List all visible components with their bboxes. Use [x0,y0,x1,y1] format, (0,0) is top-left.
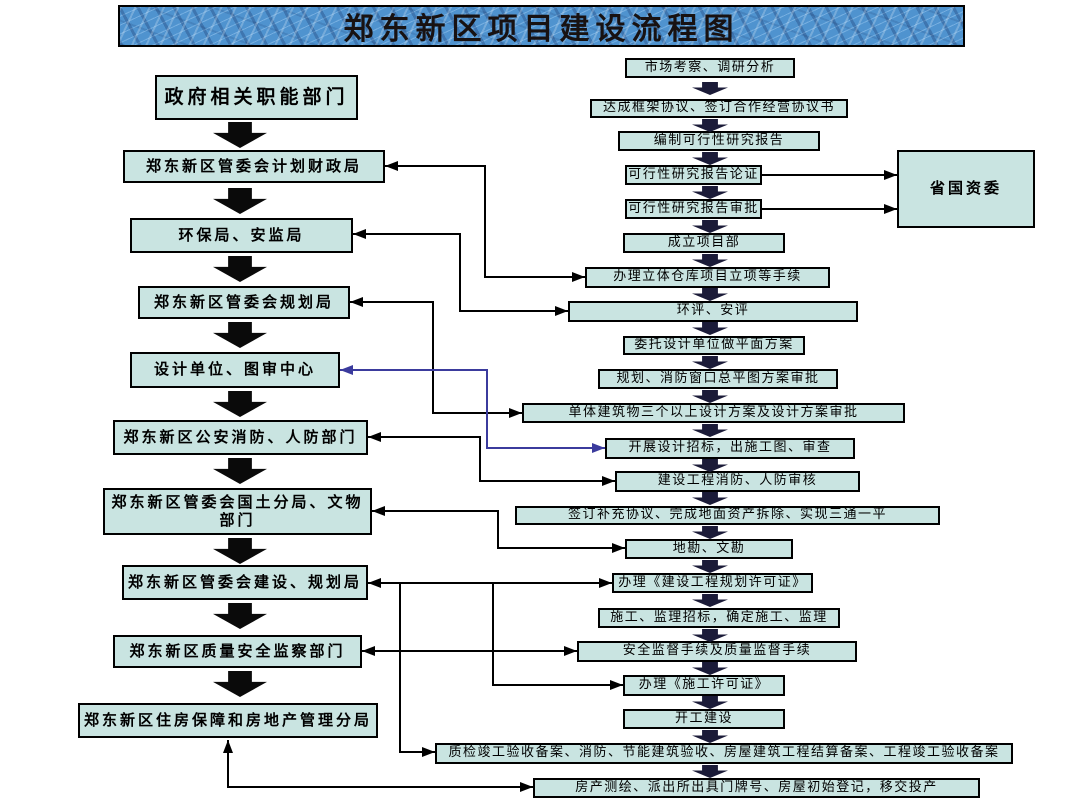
arrowhead-icon [362,646,375,656]
arrowhead-icon [555,306,568,316]
flow-node-left-8: 郑东新区质量安全监察部门 [113,635,362,668]
flow-node-left-9: 郑东新区住房保障和房地产管理分局 [78,703,378,738]
arrowhead-icon [422,747,435,757]
connector-line [340,369,605,449]
flow-node-right-14: 地勘、文勘 [625,539,793,559]
flow-node-right-3: 可行性研究报告论证 [625,165,762,185]
flow-node-left-5: 郑东新区公安消防、人防部门 [113,420,368,455]
connector-line [350,301,522,414]
arrowhead-icon [884,170,897,180]
flow-node-right-7: 环评、安评 [568,301,858,322]
flow-node-right-8: 委托设计单位做平面方案 [623,336,805,355]
arrowhead-icon [340,365,353,375]
flow-node-right-18: 办理《施工许可证》 [623,675,785,696]
connector-line [353,233,568,312]
flow-node-right-11: 开展设计招标，出施工图、审查 [605,438,855,459]
flow-node-right-4: 可行性研究报告审批 [625,199,762,219]
flow-node-right-15: 办理《建设工程规划许可证》 [612,573,813,593]
arrowhead-icon [612,543,625,553]
connector-line [492,583,623,686]
flow-node-right-21: 房产测绘、派出所出具门牌号、房屋初始登记，移交投产 [533,778,980,798]
connector-line [385,165,585,278]
flow-node-right-0: 市场考察、调研分析 [625,58,795,78]
flow-node-right-13: 签订补充协议、完成地面资产拆除、实现三通一平 [515,506,940,525]
arrowhead-icon [602,476,615,486]
flow-node-right-12: 建设工程消防、人防审核 [615,471,860,492]
flow-node-right-2: 编制可行性研究报告 [618,131,820,151]
arrowhead-icon [385,161,398,171]
page-title: 郑东新区项目建设流程图 [118,5,965,47]
arrowhead-icon [884,204,897,214]
arrowhead-icon [353,229,366,239]
flow-node-left-6: 郑东新区管委会国土分局、文物部门 [103,488,372,535]
arrowhead-icon [599,578,612,588]
flow-node-right-5: 成立项目部 [623,233,785,253]
node-provincial-sasac: 省国资委 [897,150,1035,228]
flow-node-left-7: 郑东新区管委会建设、规划局 [122,565,368,600]
arrowhead-icon [350,297,363,307]
arrowhead-icon [372,506,385,516]
flow-node-left-2: 环保局、安监局 [130,218,353,253]
arrowhead-icon [572,272,585,282]
flow-node-right-10: 单体建筑物三个以上设计方案及设计方案审批 [522,403,905,423]
connector-line [372,510,625,549]
arrowhead-icon [509,408,522,418]
flow-node-right-6: 办理立体仓库项目立项等手续 [585,267,830,288]
connector-line [368,436,615,482]
flow-node-right-20: 质检竣工验收备案、消防、节能建筑验收、房屋建筑工程结算备案、工程竣工验收备案 [435,743,1013,764]
arrowhead-icon [368,578,381,588]
arrowhead-icon [368,432,381,442]
arrowhead-icon [610,680,623,690]
flow-node-right-16: 施工、监理招标，确定施工、监理 [598,608,840,628]
connector-line [227,740,533,788]
flow-node-left-1: 郑东新区管委会计划财政局 [123,150,385,183]
flow-node-right-17: 安全监督手续及质量监督手续 [577,641,857,662]
connector-line [399,583,435,753]
flow-node-left-3: 郑东新区管委会规划局 [138,286,350,319]
arrowhead-icon [564,646,577,656]
flow-node-left-4: 设计单位、图审中心 [130,352,340,388]
arrowhead-icon [592,443,605,453]
flow-node-left-0: 政府相关职能部门 [155,75,358,120]
arrowhead-icon [520,782,533,792]
flow-node-right-1: 达成框架协议、签订合作经营协议书 [590,99,848,118]
arrowhead-icon [223,740,233,753]
flow-node-right-9: 规划、消防窗口总平图方案审批 [598,369,838,389]
flow-node-right-19: 开工建设 [623,709,785,729]
